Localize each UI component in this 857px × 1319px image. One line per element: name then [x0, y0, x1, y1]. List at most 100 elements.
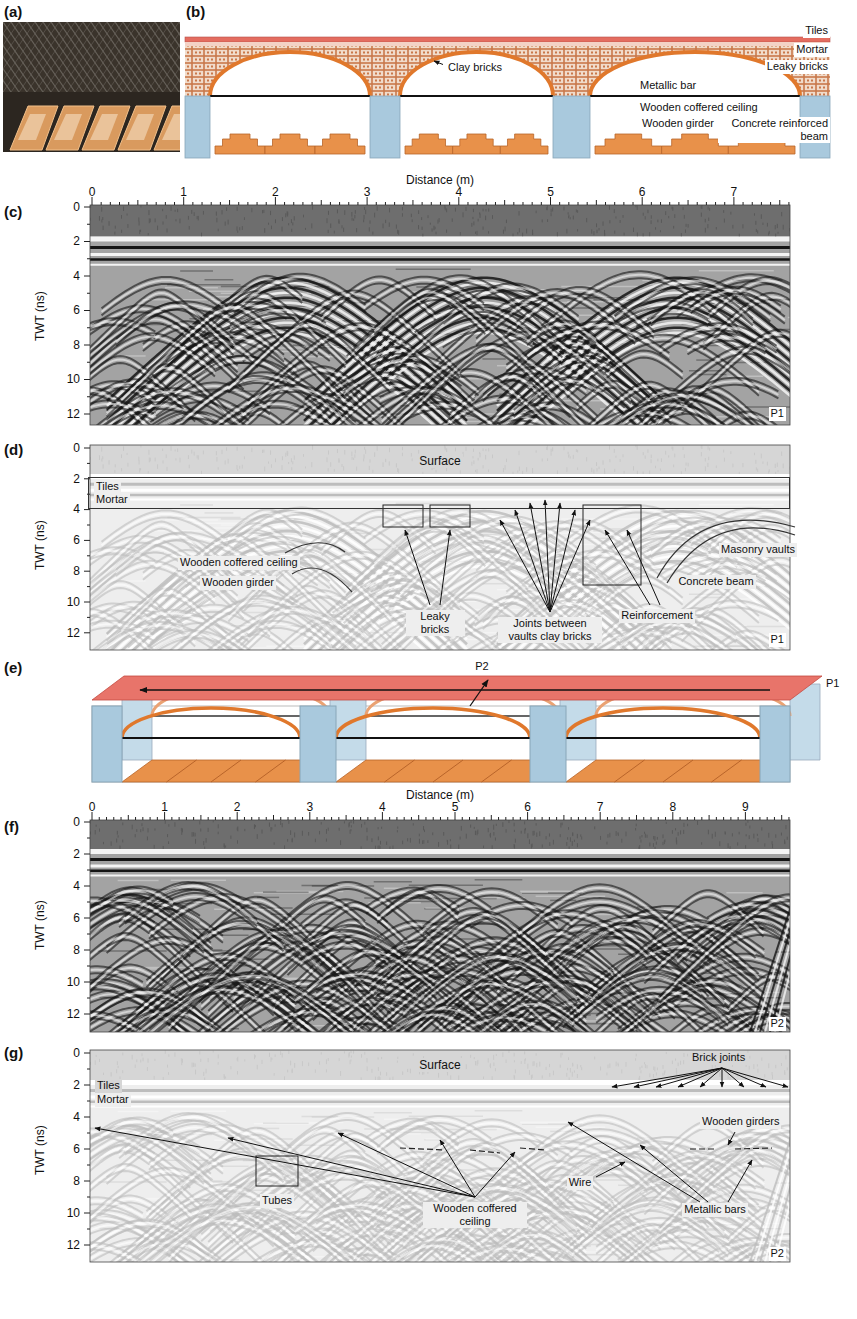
radargram — [144, 419, 246, 425]
radargram — [167, 228, 168, 232]
radargram — [239, 227, 240, 230]
radargram — [208, 828, 209, 832]
radargram — [344, 450, 345, 455]
radargram — [705, 228, 706, 233]
vault-section-drawing — [590, 52, 800, 96]
radargram — [654, 836, 655, 841]
radargram — [599, 228, 600, 231]
radargram — [101, 207, 102, 212]
radargram — [262, 450, 263, 453]
radargram — [609, 205, 610, 209]
radargram — [251, 208, 252, 212]
radargram — [576, 210, 577, 213]
radargram — [90, 445, 790, 474]
radargram — [739, 832, 740, 835]
radargram — [118, 880, 159, 882]
radargram — [147, 836, 148, 840]
photo-panel — [3, 22, 180, 152]
photo-panel — [139, 22, 180, 95]
radargram — [445, 206, 446, 210]
radargram — [446, 468, 447, 471]
photo-panel — [113, 22, 163, 95]
radargram — [294, 455, 295, 459]
radargram — [237, 207, 238, 211]
radargram — [423, 826, 424, 830]
photo-panel — [161, 22, 180, 95]
radargram — [193, 832, 194, 836]
radargram — [455, 448, 456, 452]
radargram — [308, 832, 309, 836]
radargram — [668, 455, 669, 457]
radargram — [778, 470, 779, 472]
radargram — [577, 229, 578, 231]
radargram — [292, 222, 293, 225]
twt-axis-ticks — [84, 632, 90, 633]
radargram — [342, 225, 343, 228]
radargram — [352, 218, 353, 221]
radargram — [121, 230, 122, 233]
vault-section-drawing — [400, 52, 553, 96]
radargram — [226, 447, 227, 451]
radargram — [603, 221, 604, 225]
radargram — [539, 831, 540, 836]
radargram — [374, 213, 375, 218]
radargram — [531, 844, 532, 848]
radargram — [230, 836, 231, 839]
radargram — [103, 226, 104, 230]
radargram — [716, 466, 717, 468]
radargram — [452, 218, 453, 221]
radargram — [551, 449, 552, 453]
radargram — [615, 456, 616, 458]
radargram — [139, 221, 140, 225]
twt-axis-ticks — [87, 617, 90, 618]
radargram — [596, 230, 597, 233]
twt-axis-ticks — [87, 362, 90, 363]
radargram — [328, 230, 329, 233]
radargram — [676, 837, 677, 842]
radargram — [90, 483, 790, 486]
radargram — [251, 448, 252, 452]
radargram — [737, 842, 738, 845]
radargram — [351, 825, 352, 827]
radargram — [396, 268, 471, 270]
radargram — [121, 541, 343, 634]
radargram — [635, 828, 636, 830]
radargram — [327, 218, 328, 223]
radargram — [551, 213, 552, 216]
radargram — [529, 839, 530, 844]
twt-axis-ticks — [84, 345, 90, 346]
radargram — [138, 457, 139, 461]
photo-panel — [137, 22, 180, 95]
photo-panel — [3, 22, 51, 95]
radargram — [239, 466, 240, 469]
radargram — [686, 463, 687, 466]
radargram — [90, 820, 790, 849]
radargram — [366, 828, 367, 832]
radargram — [466, 207, 467, 211]
radargram — [514, 830, 515, 832]
radargram — [228, 459, 229, 464]
radargram — [626, 832, 627, 837]
radargram — [775, 464, 776, 468]
radargram — [398, 469, 399, 473]
vault-section-drawing — [265, 134, 315, 154]
radargram — [688, 385, 778, 400]
radargram — [525, 329, 669, 362]
radargram — [407, 838, 408, 841]
radargram — [163, 221, 164, 224]
radargram — [762, 223, 763, 225]
radargram — [222, 450, 223, 454]
radargram — [374, 881, 412, 883]
radargram — [234, 274, 366, 306]
radargram — [271, 464, 272, 468]
vault-section-drawing — [185, 37, 830, 42]
radargram — [707, 463, 708, 467]
radargram — [599, 467, 600, 470]
radargram — [596, 462, 597, 466]
radargram — [781, 212, 782, 216]
radargram — [419, 839, 420, 844]
radargram — [287, 214, 288, 217]
twt-axis-ticks — [84, 571, 90, 572]
radargram — [542, 219, 543, 222]
radargram — [768, 833, 769, 838]
